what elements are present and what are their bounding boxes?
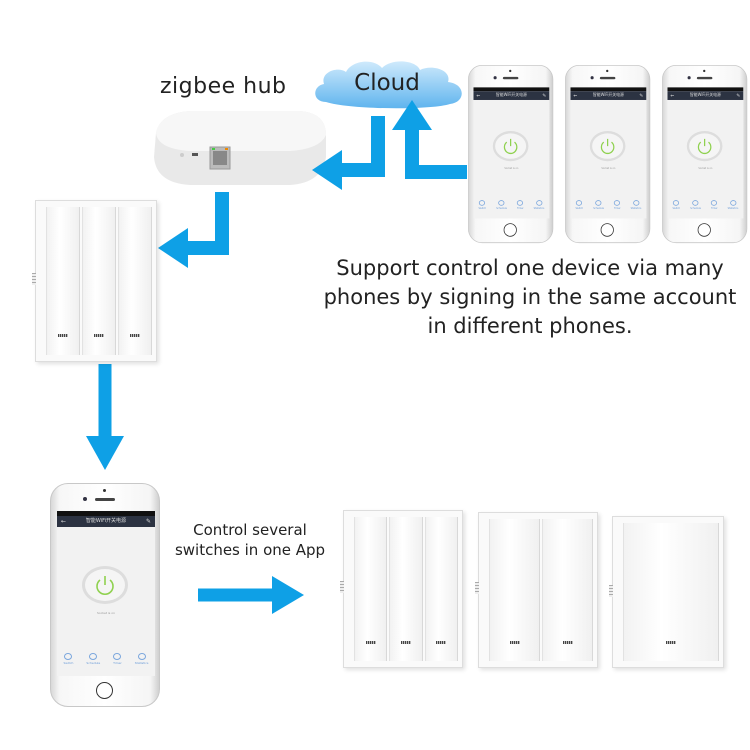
app-title: 智能WiFi开关电源 (592, 92, 624, 98)
app-screen: ← 智能WiFi开关电源 ✎ Socket is on Switch Schedul… (570, 87, 647, 219)
app-title: 智能WiFi开关电源 (495, 92, 527, 98)
app-screen: ← 智能WiFi开关电源 ✎ Socket is on Switch Schedul… (57, 511, 155, 676)
back-icon[interactable]: ← (476, 92, 481, 99)
control-caption: Control several switches in one App (160, 520, 340, 560)
tab-switch[interactable]: Switch (575, 200, 583, 210)
led-indicator (400, 640, 411, 644)
smartphone: ← 智能WiFi开关电源 ✎ Socket is on Switch Schedul… (50, 483, 160, 707)
app-title: 智能WiFi开关电源 (689, 92, 721, 98)
rocker-button[interactable] (424, 517, 458, 661)
led-indicator (509, 640, 520, 644)
tab-statistics[interactable]: Statistics (728, 200, 738, 210)
led-indicator (58, 334, 68, 338)
1-gang-switch (609, 516, 724, 668)
caption-line: switches in one App (174, 541, 326, 559)
tab-schedule[interactable]: Schedule (593, 200, 604, 210)
power-button[interactable] (589, 130, 626, 162)
power-button[interactable] (82, 566, 128, 604)
rocker-button[interactable] (542, 519, 593, 661)
caption-line: Support control one device via many (336, 256, 724, 280)
hub-label: zigbee hub (160, 74, 287, 99)
status-text: Socket is on (698, 166, 713, 170)
tab-timer[interactable]: Timer (517, 200, 524, 210)
app-header: ← 智能WiFi开关电源 ✎ (570, 91, 647, 100)
tab-timer[interactable]: Timer (711, 200, 718, 210)
power-icon (503, 138, 518, 154)
arrow-hub-to-switch-head (158, 228, 188, 268)
tab-schedule[interactable]: Schedule (690, 200, 701, 210)
arrow-hub-to-switch (185, 192, 229, 255)
tab-schedule[interactable]: Schedule (86, 653, 100, 665)
tab-switch[interactable]: Switch (63, 653, 73, 665)
3-gang-switch (32, 200, 157, 362)
caption-line: in different phones. (427, 314, 633, 338)
led-indicator (130, 334, 140, 338)
2-gang-switch (475, 512, 598, 668)
zigbee-hub-device (154, 111, 326, 185)
arrow-app-to-switches-head (272, 576, 304, 614)
led-indicator (666, 641, 676, 645)
app-title: 智能WiFi开关电源 (85, 518, 127, 524)
arrow-cloud-to-hub (338, 116, 385, 177)
tab-switch[interactable]: Switch (478, 200, 486, 210)
back-icon[interactable]: ← (61, 518, 67, 525)
tab-switch[interactable]: Switch (672, 200, 680, 210)
edit-icon[interactable]: ✎ (145, 518, 151, 525)
power-icon (697, 138, 712, 154)
smartphone: ← 智能WiFi开关电源 ✎ Socket is on Switch Schedul… (662, 65, 748, 244)
app-screen: ← 智能WiFi开关电源 ✎ Socket is on Switch Schedul… (473, 87, 550, 219)
edit-icon[interactable]: ✎ (639, 92, 644, 99)
cloud-icon (315, 61, 462, 109)
led-indicator (562, 640, 573, 644)
edit-icon[interactable]: ✎ (542, 92, 547, 99)
tab-statistics[interactable]: Statistics (135, 653, 148, 665)
home-button[interactable] (96, 682, 113, 699)
power-icon (96, 576, 114, 595)
led-indicator (365, 640, 376, 644)
smartphone: ← 智能WiFi开关电源 ✎ Socket is on Switch Schedul… (468, 65, 554, 244)
multi-phone-caption: Support control one device via many phon… (290, 254, 750, 341)
home-button[interactable] (697, 223, 711, 237)
tab-schedule[interactable]: Schedule (496, 200, 507, 210)
rocker-button[interactable] (623, 523, 719, 661)
smartphone: ← 智能WiFi开关电源 ✎ Socket is on Switch Schedul… (565, 65, 651, 244)
rocker-button[interactable] (489, 519, 540, 661)
app-header: ← 智能WiFi开关电源 ✎ (667, 91, 744, 100)
cloud-label: Cloud (354, 70, 420, 96)
back-icon[interactable]: ← (573, 92, 578, 99)
back-icon[interactable]: ← (670, 92, 675, 99)
caption-line: Control several (193, 521, 307, 539)
led-indicator (436, 640, 447, 644)
power-button[interactable] (686, 130, 723, 162)
led-indicator (94, 334, 104, 338)
arrow-phones-to-cloud (405, 128, 467, 179)
app-header: ← 智能WiFi开关电源 ✎ (473, 91, 550, 100)
home-button[interactable] (600, 223, 614, 237)
rocker-button[interactable] (82, 207, 116, 355)
app-screen: ← 智能WiFi开关电源 ✎ Socket is on Switch Schedul… (667, 87, 744, 219)
status-text: Socket is on (96, 611, 116, 615)
power-icon (600, 138, 615, 154)
power-button[interactable] (492, 130, 529, 162)
caption-line: phones by signing in the same account (323, 285, 737, 309)
rocker-button[interactable] (46, 207, 80, 355)
rocker-button[interactable] (389, 517, 423, 661)
app-header: ← 智能WiFi开关电源 ✎ (57, 516, 155, 527)
3-gang-switch (340, 510, 463, 668)
tab-statistics[interactable]: Statistics (534, 200, 544, 210)
status-text: Socket is on (601, 166, 616, 170)
arrow-switch-to-phone-head (86, 436, 124, 470)
edit-icon[interactable]: ✎ (736, 92, 741, 99)
tab-timer[interactable]: Timer (614, 200, 621, 210)
home-button[interactable] (503, 223, 517, 237)
tab-statistics[interactable]: Statistics (631, 200, 641, 210)
rocker-button[interactable] (354, 517, 388, 661)
status-text: Socket is on (504, 166, 519, 170)
rocker-button[interactable] (118, 207, 152, 355)
tab-timer[interactable]: Timer (113, 653, 122, 665)
